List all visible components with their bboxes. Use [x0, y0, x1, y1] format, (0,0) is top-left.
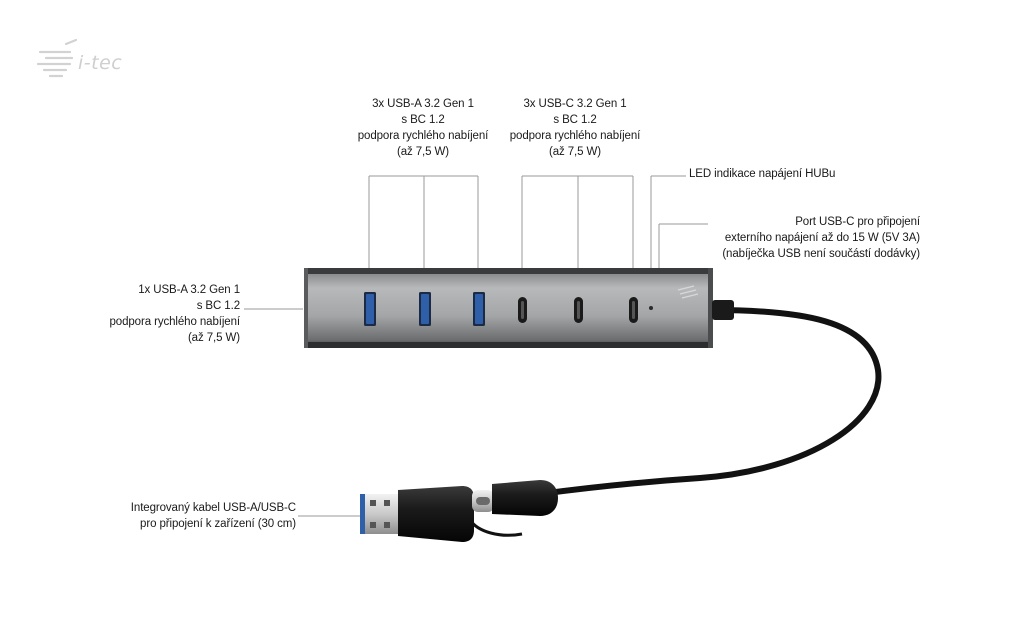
usb-c-group-label: 3x USB-C 3.2 Gen 1 s BC 1.2 podpora rych… — [509, 98, 641, 158]
hub-cable — [537, 307, 882, 497]
led-label: LED indikace napájení HUBu — [689, 168, 836, 180]
cable-label: Integrovaný kabel USB-A/USB-C pro připoj… — [130, 502, 296, 530]
usb-a-plug — [360, 486, 474, 542]
side-usb-a-label: 1x USB-A 3.2 Gen 1 s BC 1.2 podpora rych… — [109, 284, 241, 344]
usb-a-ports — [364, 292, 485, 326]
i-tec-logo-mark — [36, 38, 78, 78]
usb-a-group-label: 3x USB-A 3.2 Gen 1 s BC 1.2 podpora rych… — [357, 98, 489, 158]
hub-engraved-logo — [677, 285, 699, 299]
led-indicator — [649, 306, 653, 310]
usb-hub-body — [304, 268, 734, 348]
usb-c-ports — [518, 297, 638, 323]
i-tec-logo-text: i-tec — [78, 52, 123, 74]
power-port-label: Port USB-C pro připojení externího napáj… — [722, 216, 920, 260]
usb-c-plug — [472, 480, 558, 516]
